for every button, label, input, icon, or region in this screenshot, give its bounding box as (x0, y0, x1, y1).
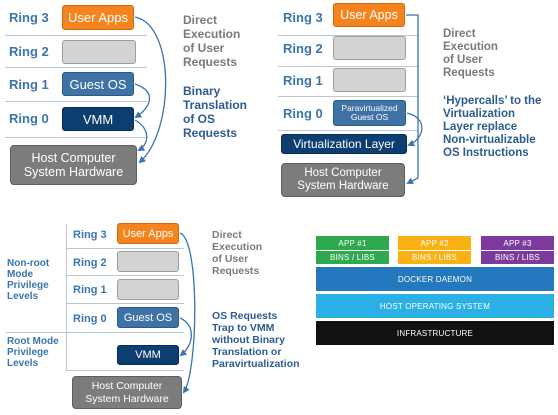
virtualization-layer-box: Virtualization Layer (281, 134, 407, 154)
ring-divider (5, 137, 147, 138)
host-os-box: HOST OPERATING SYSTEM (316, 294, 554, 318)
user-apps-box: User Apps (117, 223, 179, 244)
user-apps-box: User Apps (62, 5, 134, 30)
guest-os-box: Guest OS (117, 307, 179, 328)
ring-divider (66, 275, 184, 276)
ring-1-label: Ring 1 (73, 284, 107, 296)
non-root-mode-label: Non-root Mode Privilege Levels (7, 258, 50, 302)
app-3-box: APP #3 (481, 236, 554, 250)
app-3-bins-box: BINS / LIBS (481, 251, 554, 264)
ring-divider (278, 130, 418, 131)
arrow-hypercall (406, 112, 423, 147)
paravirtualized-guest-os-label: Paravirtualized Guest OS (341, 95, 397, 131)
vmm-box: VMM (117, 345, 179, 365)
ring-2-empty-box (117, 251, 179, 272)
hypercalls-annotation: ‘Hypercalls’ to the Virtualization Layer… (443, 95, 542, 159)
ring-0-label: Ring 0 (9, 111, 49, 126)
os-requests-trap-annotation: OS Requests Trap to VMM without Binary T… (212, 310, 300, 370)
ring-divider (278, 35, 418, 36)
arrow-direct-execution (406, 14, 419, 184)
binary-translation-annotation: Binary Translation of OS Requests (183, 84, 248, 140)
host-hardware-box: Host Computer System Hardware (281, 163, 405, 197)
ring-2-empty-box (333, 36, 406, 60)
ring-divider (278, 96, 418, 97)
docker-daemon-box: DOCKER DAEMON (316, 267, 554, 291)
arrow-direct-execution (179, 232, 196, 394)
ring-divider (5, 101, 147, 102)
ring-0-label: Ring 0 (73, 313, 107, 325)
ring-1-label: Ring 1 (283, 73, 323, 88)
ring-1-label: Ring 1 (9, 77, 49, 92)
app-2-box: APP #2 (398, 236, 471, 250)
vmm-box: VMM (62, 107, 134, 131)
ring-divider (66, 370, 184, 371)
ring-divider (5, 35, 147, 36)
user-apps-box: User Apps (333, 3, 405, 27)
arrow-vmm-to-hw (134, 119, 148, 151)
ring-1-empty-box (117, 279, 179, 300)
app-1-box: APP #1 (316, 236, 389, 250)
guest-os-box: Guest OS (62, 72, 134, 96)
ring-2-label: Ring 2 (73, 257, 107, 269)
ring-1-empty-box (333, 68, 406, 92)
ring-2-label: Ring 2 (9, 44, 49, 59)
paravirtualized-guest-os-text: Paravirtualized Guest OS (341, 103, 398, 122)
ring-2-empty-box (62, 40, 136, 64)
host-hardware-box: Host Computer System Hardware (72, 376, 182, 409)
root-mode-label: Root Mode Privilege Levels (7, 336, 59, 369)
ring-2-label: Ring 2 (283, 41, 323, 56)
direct-execution-annotation: Direct Execution of User Requests (443, 28, 498, 79)
arrow-direct-execution (134, 16, 167, 164)
ring-divider (66, 303, 184, 304)
ring-divider (5, 67, 147, 68)
infrastructure-box: INFRASTRUCTURE (316, 321, 554, 345)
app-2-bins-box: BINS / LIBS (398, 251, 471, 264)
ring-3-label: Ring 3 (9, 10, 49, 25)
app-1-bins-box: BINS / LIBS (316, 251, 389, 264)
ring-divider (278, 66, 418, 67)
ring-0-label: Ring 0 (283, 106, 323, 121)
arrow-trap-to-vmm (179, 317, 193, 357)
root-mode-divider (6, 332, 184, 333)
host-hardware-box: Host Computer System Hardware (10, 145, 137, 185)
ring-3-label: Ring 3 (73, 229, 107, 241)
direct-execution-annotation: Direct Execution of User Requests (183, 13, 241, 69)
ring-divider (66, 248, 184, 249)
mode-bracket-line (66, 224, 67, 370)
direct-execution-annotation: Direct Execution of User Requests (212, 229, 263, 277)
ring-3-label: Ring 3 (283, 10, 323, 25)
paravirtualized-guest-os-box: Paravirtualized Guest OS (333, 100, 406, 126)
